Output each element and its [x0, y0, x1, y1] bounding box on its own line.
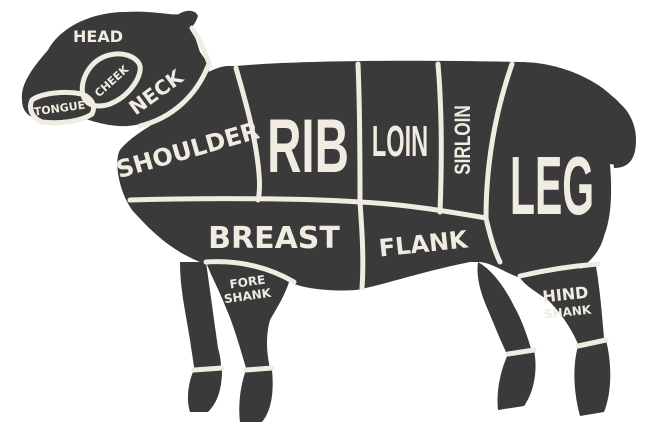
hoof-2: [239, 370, 272, 422]
divider-rib-loin: [358, 64, 360, 200]
hoof-4: [574, 340, 610, 416]
label-head: HEAD: [73, 27, 123, 46]
label-sirloin: SIRLOIN: [451, 105, 476, 175]
hoof-3: [497, 350, 535, 410]
divider-hoof-2: [246, 368, 272, 370]
label-loin: LOIN: [372, 117, 428, 166]
label-breast: BREAST: [208, 221, 340, 256]
divider-hoof-1: [194, 368, 222, 370]
label-leg: LEG: [510, 139, 594, 231]
divider-breast-flank: [360, 202, 363, 288]
label-rib: RIB: [267, 105, 349, 189]
hoof-1: [188, 370, 222, 412]
